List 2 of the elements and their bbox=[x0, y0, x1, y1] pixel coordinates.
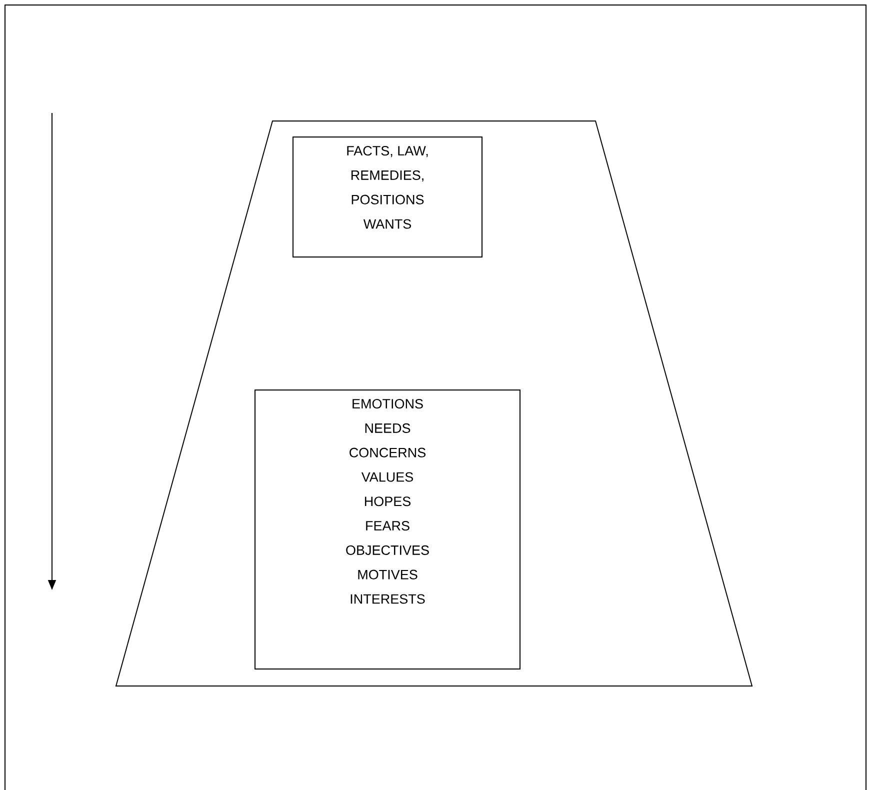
text-box: EMOTIONS NEEDS CONCERNS VALUES HOPES FEARS OBJECTIVES MOTIVES INTERESTS bbox=[254, 390, 520, 670]
text-box: FACTS, LAW, REMEDIES, POSITIONS WANTS bbox=[292, 136, 482, 258]
